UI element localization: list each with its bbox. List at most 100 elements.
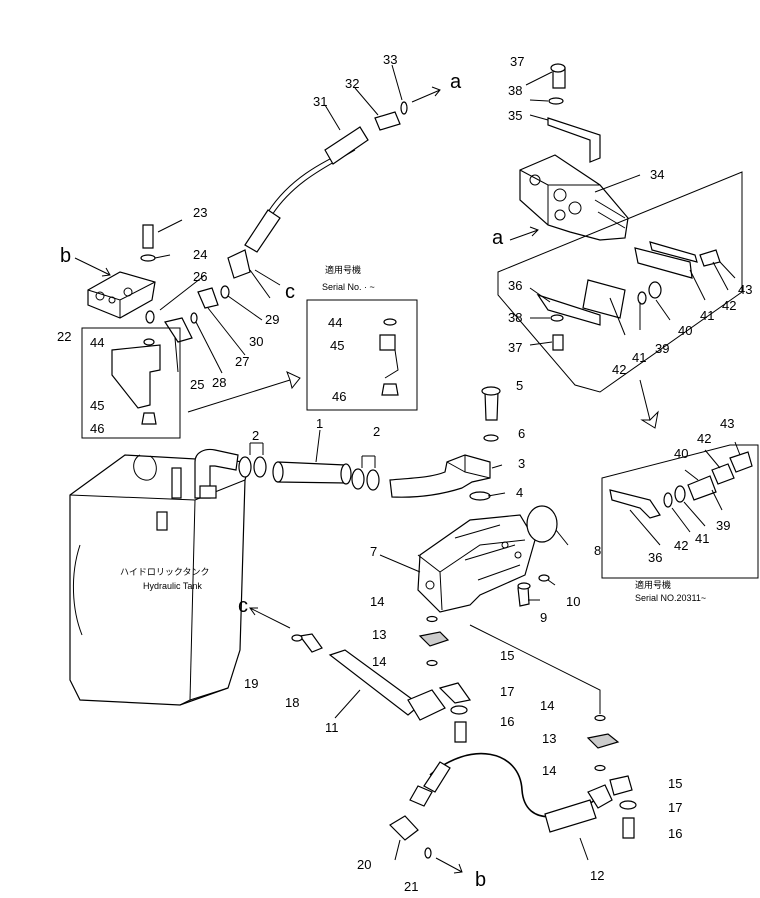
callout-14a: 14 bbox=[370, 594, 384, 609]
bolt-16a bbox=[454, 721, 467, 743]
callout-17a: 17 bbox=[500, 684, 514, 699]
bolt-9-head bbox=[517, 582, 531, 590]
o-ring-19 bbox=[291, 634, 303, 642]
callout-43b: 43 bbox=[720, 416, 734, 431]
callout-41a: 41 bbox=[700, 308, 714, 323]
callout-44a: 44 bbox=[90, 335, 104, 350]
delivery-hose-12 bbox=[409, 752, 633, 833]
callout-45b: 45 bbox=[330, 338, 344, 353]
callout-43a: 43 bbox=[738, 282, 752, 297]
callout-41c: 41 bbox=[695, 531, 709, 546]
callout-25: 25 bbox=[190, 377, 204, 392]
callout-3: 3 bbox=[518, 456, 525, 471]
callout-41b: 41 bbox=[632, 350, 646, 365]
washer-6 bbox=[483, 434, 499, 442]
detail-box-serial-1: 適用号機 Serial No. · ~ bbox=[306, 264, 418, 411]
callout-29: 29 bbox=[265, 312, 279, 327]
callout-45a: 45 bbox=[90, 398, 104, 413]
callout-8: 8 bbox=[594, 543, 601, 558]
bolt-37a-head bbox=[550, 63, 566, 73]
callout-2b: 2 bbox=[373, 424, 380, 439]
callout-2a: 2 bbox=[252, 428, 259, 443]
tank-label-jp: ハイドロリックタンク bbox=[120, 567, 209, 577]
o-ring-14b bbox=[426, 659, 438, 667]
elbow-20 bbox=[389, 815, 419, 841]
o-ring-14d bbox=[594, 764, 606, 772]
callout-16b: 16 bbox=[668, 826, 682, 841]
connector-a-top: a bbox=[450, 71, 462, 93]
delivery-hose-11 bbox=[298, 633, 472, 721]
control-valve bbox=[519, 154, 629, 241]
callout-18: 18 bbox=[285, 695, 299, 710]
detail-box-left bbox=[81, 327, 181, 439]
callout-21: 21 bbox=[404, 879, 418, 893]
pilot-hose-31 bbox=[227, 111, 401, 279]
washer-24 bbox=[140, 254, 156, 262]
callout-19: 19 bbox=[244, 676, 258, 691]
suction-elbow bbox=[389, 454, 491, 498]
adapter-25 bbox=[164, 317, 193, 343]
callout-20: 20 bbox=[357, 857, 371, 872]
bolt-16b bbox=[622, 817, 635, 839]
callout-13a: 13 bbox=[372, 627, 386, 642]
callout-42a: 42 bbox=[722, 298, 736, 313]
bolt-23 bbox=[142, 224, 154, 249]
callout-11: 11 bbox=[325, 720, 339, 735]
callout-17b: 17 bbox=[668, 800, 682, 815]
callout-1: 1 bbox=[316, 416, 323, 431]
callout-33: 33 bbox=[383, 52, 397, 67]
callout-24: 24 bbox=[193, 247, 207, 262]
bolt-5 bbox=[484, 391, 499, 421]
callout-4: 4 bbox=[516, 485, 523, 500]
callout-32: 32 bbox=[345, 76, 359, 91]
connector-a-valve: a bbox=[492, 227, 504, 249]
callout-12: 12 bbox=[590, 868, 604, 883]
callout-10: 10 bbox=[566, 594, 580, 609]
o-ring-28 bbox=[190, 312, 198, 324]
callout-40b: 40 bbox=[674, 446, 688, 461]
callout-35: 35 bbox=[508, 108, 522, 123]
callout-13b: 13 bbox=[542, 731, 556, 746]
callout-40a: 40 bbox=[678, 323, 692, 338]
washer-38a bbox=[548, 97, 564, 105]
callout-46a: 46 bbox=[90, 421, 104, 436]
o-ring-14a bbox=[426, 615, 438, 623]
connector-b-bottom: b bbox=[475, 869, 486, 891]
leader-lines bbox=[154, 64, 741, 861]
callout-31: 31 bbox=[313, 94, 327, 109]
callout-5: 5 bbox=[516, 378, 523, 393]
o-ring-30 bbox=[220, 285, 230, 299]
arrow-to-detail-right bbox=[639, 379, 659, 429]
callout-46b: 46 bbox=[332, 389, 346, 404]
o-ring-14c bbox=[594, 714, 606, 722]
callout-42c: 42 bbox=[697, 431, 711, 446]
callout-14c: 14 bbox=[540, 698, 554, 713]
callout-14b: 14 bbox=[372, 654, 386, 669]
detail-box-serial-2: 適用号機 Serial NO.20311~ bbox=[601, 444, 759, 603]
flange-13b bbox=[586, 733, 620, 749]
callout-37a: 37 bbox=[510, 54, 524, 69]
callout-22: 22 bbox=[57, 329, 71, 344]
callout-26: 26 bbox=[193, 269, 207, 284]
connector-letters: a a b b c c bbox=[60, 71, 504, 891]
serial-note-jp-2: 適用号機 bbox=[635, 579, 671, 590]
callout-39a: 39 bbox=[655, 341, 669, 356]
callout-numbers: 1 2 2 3 4 5 6 7 8 9 10 11 12 13 13 14 14… bbox=[57, 52, 752, 894]
callout-16a: 16 bbox=[500, 714, 514, 729]
hydraulic-pump bbox=[417, 514, 536, 613]
connector-arrows bbox=[74, 86, 539, 874]
serial-note-jp-1: 適用号機 bbox=[325, 264, 361, 275]
callout-36b: 36 bbox=[648, 550, 662, 565]
flange-13a bbox=[418, 631, 450, 647]
hydraulic-tank: ハイドロリックタンク Hydraulic Tank bbox=[69, 448, 251, 706]
serial-note-en-2: Serial NO.20311~ bbox=[635, 593, 706, 603]
bolt-5-head bbox=[481, 386, 501, 396]
callout-6: 6 bbox=[518, 426, 525, 441]
o-ring-4 bbox=[469, 491, 491, 501]
callout-9: 9 bbox=[540, 610, 547, 625]
callout-34: 34 bbox=[650, 167, 664, 182]
washer-17b bbox=[619, 800, 637, 810]
suction-hose bbox=[238, 442, 380, 491]
o-ring-26 bbox=[145, 310, 155, 324]
